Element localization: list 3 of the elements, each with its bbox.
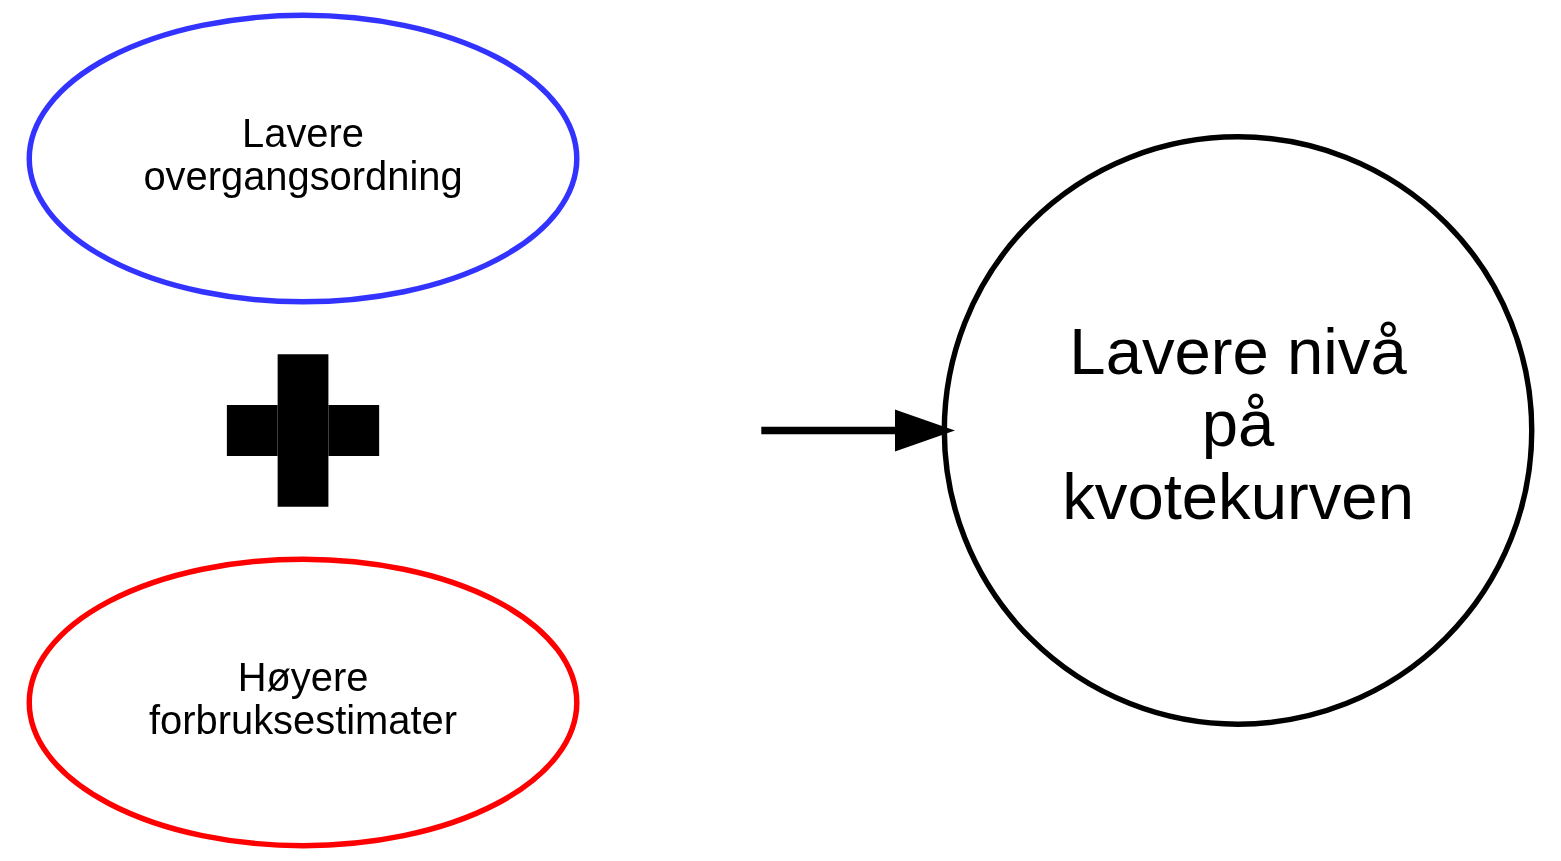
node-ellipse: Høyere forbruksestimater <box>26 556 580 849</box>
node-circle: Lavere nivå på kvotekurven <box>941 134 1535 727</box>
node-ellipse: Lavere overgangsordning <box>26 12 580 305</box>
